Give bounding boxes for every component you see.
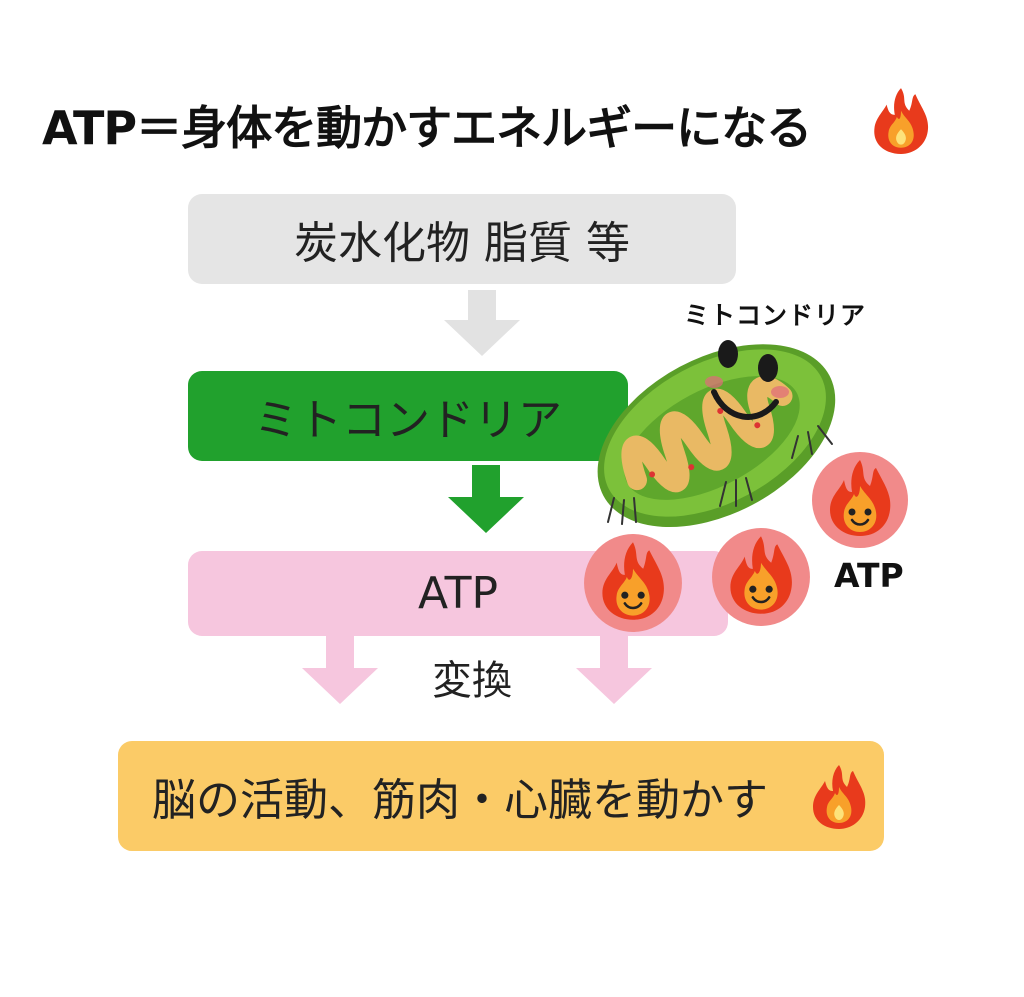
atp-illustration-label: ATP [834, 556, 904, 595]
atp-fire-character-icon [584, 534, 682, 632]
source-label: 炭水化物 脂質 等 [294, 218, 630, 269]
mitochondria-character-icon [597, 340, 836, 528]
result-box: 脳の活動、筋肉・心臓を動かす [118, 741, 884, 851]
arrow-down-icon [444, 290, 520, 356]
arrow-down-icon [448, 465, 524, 533]
mitochondria-box: ミトコンドリア [188, 371, 628, 461]
flame-icon [813, 765, 866, 829]
page-title: ATP＝身体を動かすエネルギーになる [42, 101, 812, 155]
source-box: 炭水化物 脂質 等 [188, 194, 736, 284]
flame-icon [874, 88, 929, 154]
arrow-down-icon [576, 636, 652, 704]
conversion-label: 変換 [432, 658, 512, 704]
atp-box-label: ATP [417, 568, 499, 619]
mitochondria-illustration-label: ミトコンドリア [684, 301, 867, 330]
mitochondria-label: ミトコンドリア [254, 395, 562, 446]
atp-fire-character-icon [712, 528, 810, 626]
arrow-down-icon [302, 636, 378, 704]
atp-fire-character-icon [812, 452, 908, 548]
result-label: 脳の活動、筋肉・心臓を動かす [152, 775, 768, 826]
